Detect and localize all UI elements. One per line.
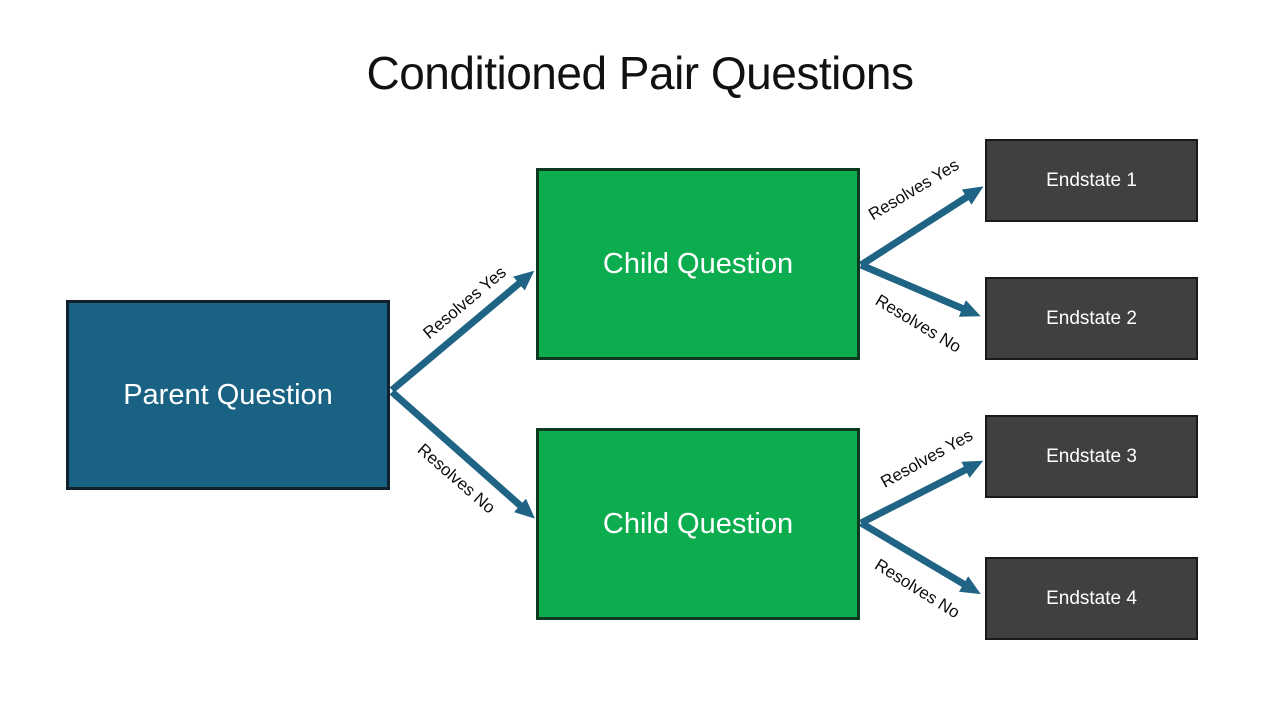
edge-label-child2-end3: Resolves Yes (877, 425, 977, 492)
node-endstate-2-label: Endstate 2 (1046, 307, 1137, 329)
node-endstate-3: Endstate 3 (985, 415, 1198, 498)
edge-label-child2-end4: Resolves No (871, 554, 964, 623)
node-child-question-2-label: Child Question (602, 507, 794, 540)
node-child-question-1-label: Child Question (602, 247, 794, 280)
edge-label-child1-end1: Resolves Yes (865, 155, 963, 225)
node-child-question-1: Child Question (536, 168, 860, 360)
diagram-title: Conditioned Pair Questions (366, 47, 915, 99)
edge-label-child1-end2: Resolves No (872, 290, 965, 357)
node-endstate-1: Endstate 1 (985, 139, 1198, 222)
node-endstate-4: Endstate 4 (985, 557, 1198, 640)
node-endstate-4-label: Endstate 4 (1046, 587, 1137, 609)
node-parent-question-label: Parent Question (123, 378, 333, 411)
edge-label-parent-child2: Resolves No (413, 439, 499, 518)
edge-label-parent-child1: Resolves Yes (419, 262, 510, 343)
node-parent-question: Parent Question (66, 300, 390, 490)
node-endstate-3-label: Endstate 3 (1046, 445, 1137, 467)
node-child-question-2: Child Question (536, 428, 860, 620)
node-endstate-2: Endstate 2 (985, 277, 1198, 360)
node-endstate-1-label: Endstate 1 (1046, 169, 1137, 191)
